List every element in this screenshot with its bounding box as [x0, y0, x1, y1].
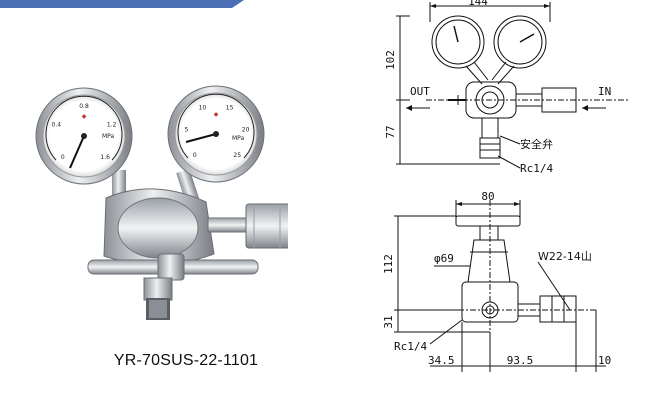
- side-width-dim: 144: [468, 0, 488, 8]
- gauge-right-scale-label: 10: [199, 104, 207, 111]
- photo-gauge-left: ◆ MPa: [35, 87, 133, 185]
- dim-left: 34.5: [428, 354, 455, 367]
- diameter-label: φ69: [434, 252, 454, 265]
- gauge-right-scale-label: 15: [226, 104, 234, 111]
- side-port-thread: Rc1/4: [520, 162, 553, 175]
- side-height-upper: 102: [384, 50, 397, 70]
- photo-gauge-right: ◆ MPa: [167, 85, 265, 183]
- top-view-drawing: 80 112 31 φ69 W22-14山 Rc1/4 34.5 93.5 10: [382, 192, 611, 372]
- gauge-right-scale-label: 25: [233, 152, 241, 159]
- gauge-right-scale-label: 5: [184, 126, 188, 133]
- out-label: OUT: [410, 85, 430, 98]
- gauge-left-scale-label: 0.4: [52, 122, 62, 129]
- gauge-left-scale-label: 1.2: [107, 122, 117, 129]
- dim-mid: 93.5: [507, 354, 534, 367]
- inlet-thread-label: W22-14山: [538, 250, 592, 263]
- in-label: IN: [598, 85, 611, 98]
- top-height-dim: 112: [382, 254, 395, 274]
- gauge-right-scale-label: 20: [242, 126, 250, 133]
- gauge-right-scale-label: 0: [193, 152, 197, 159]
- gauge-left-scale-label: 0: [61, 154, 65, 161]
- gauge-left-scale-label: 0.8: [79, 103, 89, 110]
- side-view-drawing: 144 102 77 OUT IN 安全弁 Rc1/4: [384, 0, 630, 175]
- model-caption: YR-70SUS-22-1101: [113, 352, 259, 369]
- safety-valve-label: 安全弁: [520, 137, 553, 151]
- dim-right: 10: [598, 354, 611, 367]
- gauge-left-scale-label: 1.6: [100, 154, 110, 161]
- top-lower-dim: 31: [382, 315, 395, 328]
- top-port-thread: Rc1/4: [394, 340, 427, 353]
- svg-text:◆: ◆: [214, 111, 219, 118]
- svg-text:◆: ◆: [82, 113, 87, 120]
- photo-gauge-right-unit: MPa: [232, 135, 245, 142]
- product-photo: ◆ MPa ◆ MPa 0 0.4 0.8 1.2 1.6 0 5 10 15 20 25: [35, 85, 288, 320]
- header-accent-bar: [0, 0, 244, 8]
- handle-width-dim: 80: [481, 192, 494, 203]
- side-height-lower: 77: [384, 125, 397, 138]
- photo-gauge-left-unit: MPa: [102, 133, 115, 140]
